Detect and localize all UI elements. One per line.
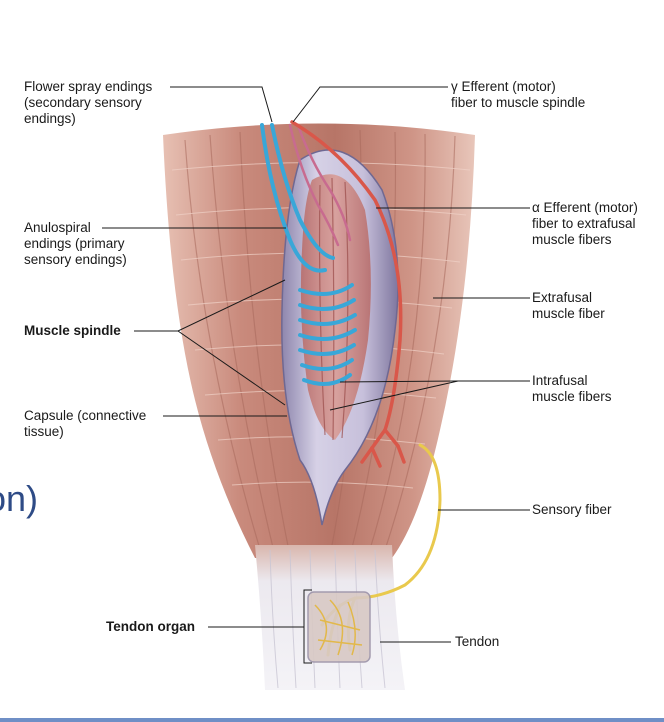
label-line: muscle fibers — [532, 232, 612, 247]
label-line: Extrafusal — [532, 290, 593, 305]
label-line: (secondary sensory — [24, 95, 142, 110]
label-line: muscle fiber — [532, 306, 605, 321]
tendon-organ — [307, 591, 371, 663]
label-line: Anulospiral — [24, 220, 91, 235]
label-extrafusal-muscle-fiber: Extrafusal muscle fiber — [532, 290, 605, 322]
leader-flower-spray — [170, 86, 273, 123]
label-flower-spray-endings: Flower spray endings (secondary sensory … — [24, 79, 152, 127]
label-line: muscle fibers — [532, 389, 612, 404]
leader-lines — [102, 86, 530, 664]
label-tendon: Tendon — [455, 634, 500, 649]
label-alpha-efferent: α Efferent (motor) fiber to extrafusal m… — [532, 200, 638, 248]
sensory-fibers-blue — [260, 123, 335, 273]
label-sensory-fiber: Sensory fiber — [532, 502, 612, 517]
label-capsule: Capsule (connective tissue) — [24, 408, 146, 440]
label-line: endings (primary — [24, 236, 125, 251]
label-line: fiber to muscle spindle — [451, 95, 586, 110]
label-line: Intrafusal — [532, 373, 588, 388]
label-line: Capsule (connective — [24, 408, 147, 423]
label-gamma-efferent: γ Efferent (motor) fiber to muscle spind… — [451, 79, 585, 111]
label-line: α Efferent (motor) — [532, 200, 638, 215]
anulospiral-endings — [298, 283, 357, 386]
label-anulospiral-endings: Anulospiral endings (primary sensory end… — [24, 220, 127, 268]
label-line: tissue) — [24, 424, 64, 439]
clipped-slide-title-text: on) — [0, 478, 39, 519]
label-line: fiber to extrafusal — [532, 216, 636, 231]
leader-gamma-efferent — [292, 86, 448, 123]
label-muscle-spindle: Muscle spindle — [24, 323, 121, 338]
label-line: sensory endings) — [24, 252, 127, 267]
label-line: γ Efferent (motor) — [451, 79, 556, 94]
label-line: Flower spray endings — [24, 79, 153, 94]
alpha-efferent-fiber — [290, 120, 406, 468]
label-line: endings) — [24, 111, 76, 126]
label-intrafusal-muscle-fibers: Intrafusal muscle fibers — [532, 373, 612, 405]
leader-muscle-spindle-b — [177, 330, 286, 406]
leader-intrafusal-b — [329, 380, 459, 411]
tendon-organ-bracket — [303, 589, 312, 664]
slide-bottom-rule — [0, 718, 664, 722]
gamma-efferent-fiber — [288, 123, 352, 247]
label-tendon-organ: Tendon organ — [106, 619, 195, 634]
